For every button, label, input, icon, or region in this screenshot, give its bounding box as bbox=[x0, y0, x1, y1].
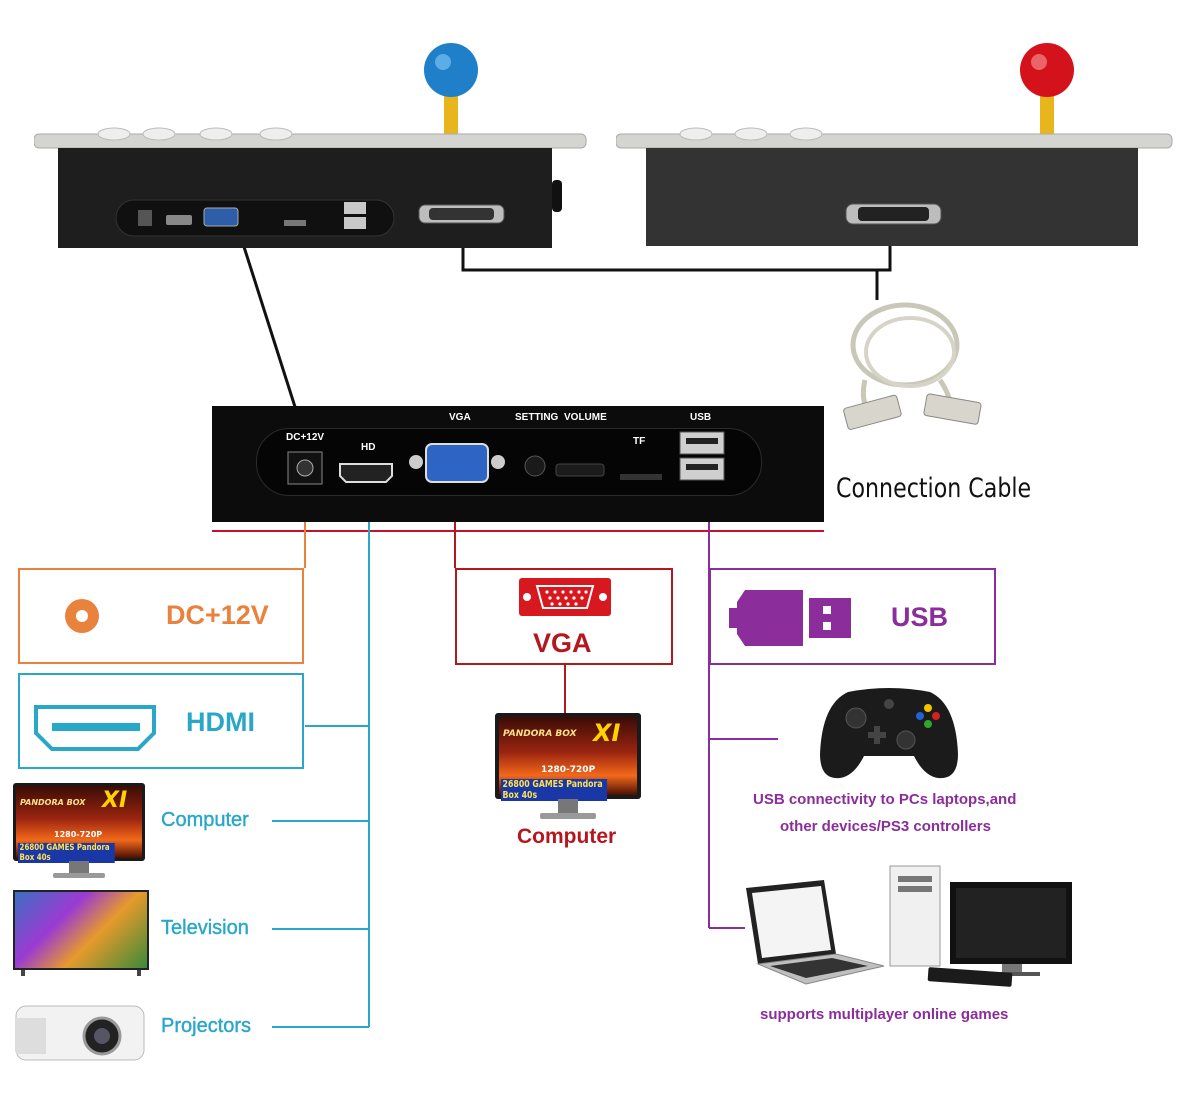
dc-output-label: DC+12V bbox=[166, 600, 269, 630]
hdmi-output-label: HDMI bbox=[186, 707, 255, 737]
vga-output-label: VGA bbox=[533, 628, 592, 658]
volume-port-label: VOLUME bbox=[564, 412, 607, 423]
panel-body bbox=[646, 148, 1138, 246]
vga-computer-label: Computer bbox=[517, 825, 617, 848]
hdmi-computer-monitor: PANDORA BOX XI 1280-720P 26800 GAMES Pan… bbox=[13, 783, 145, 881]
projectors-label: Projectors bbox=[161, 1015, 252, 1037]
television-image bbox=[13, 890, 149, 978]
monitor-screen: PANDORA BOX XI 1280-720P 26800 GAMES Pan… bbox=[16, 786, 142, 863]
dc-port-label: DC+12V bbox=[286, 432, 325, 443]
tf-port-label: TF bbox=[633, 436, 646, 447]
projector-image bbox=[15, 1005, 145, 1061]
vga-feed-line bbox=[236, 227, 298, 411]
screen-resolution: 1280-720P bbox=[541, 765, 596, 775]
left-panel-graphic bbox=[33, 43, 587, 248]
screen-numeral: XI bbox=[593, 719, 621, 747]
hd-port-label: HD bbox=[361, 442, 376, 453]
usb-stick-icon bbox=[729, 590, 851, 646]
left-arcade-panel bbox=[33, 40, 589, 252]
screen-games: 26800 GAMES Pandora Box 40s bbox=[18, 843, 115, 863]
screen-numeral: XI bbox=[102, 788, 128, 813]
vga-output-box: VGA bbox=[455, 568, 673, 665]
setting-port-label: SETTING bbox=[515, 412, 559, 423]
vga-computer-monitor: PANDORA BOX XI 1280-720P 26800 GAMES Pan… bbox=[495, 713, 641, 821]
hdmi-output-box: HDMI bbox=[18, 673, 304, 769]
usb-output-label: USB bbox=[891, 602, 949, 632]
joystick-shaft bbox=[444, 90, 458, 140]
right-panel-graphic bbox=[615, 43, 1173, 246]
screen-logo: PANDORA BOX bbox=[503, 729, 577, 739]
usb-note-line1: USB connectivity to PCs laptops,and bbox=[753, 791, 1017, 808]
computer-label: Computer bbox=[161, 809, 249, 831]
usb-note-line2: other devices/PS3 controllers bbox=[780, 818, 991, 835]
box-ports-graphic bbox=[287, 431, 725, 485]
dc-output-box: DC+12V bbox=[18, 568, 304, 664]
vga-icon bbox=[519, 578, 611, 616]
screen-logo: PANDORA BOX bbox=[20, 798, 86, 807]
usb-port-label: USB bbox=[690, 412, 712, 423]
usb-output-box: USB bbox=[709, 568, 996, 665]
connection-cable-label: Connection Cable bbox=[836, 473, 1032, 504]
blue-ball-top bbox=[424, 43, 478, 97]
screen-games: 26800 GAMES Pandora Box 40s bbox=[501, 779, 608, 801]
hdmi-icon bbox=[34, 705, 156, 751]
gamepad-image bbox=[820, 688, 958, 779]
vga-port-label: VGA bbox=[449, 412, 471, 423]
power-icon bbox=[65, 599, 99, 633]
red-ball-top bbox=[1020, 43, 1074, 97]
screen-resolution: 1280-720P bbox=[54, 830, 103, 839]
pc-laptop-image bbox=[746, 865, 1072, 987]
multiplayer-note: supports multiplayer online games bbox=[760, 1006, 1009, 1023]
joystick-shaft bbox=[1040, 90, 1054, 140]
right-arcade-panel bbox=[615, 40, 1176, 252]
serial-cable-image bbox=[843, 302, 982, 430]
television-label: Television bbox=[161, 917, 249, 939]
pandora-box-panel: DC+12V HD VGA SETTING VOLUME TF USB bbox=[212, 406, 824, 522]
monitor-screen: PANDORA BOX XI 1280-720P 26800 GAMES Pan… bbox=[499, 717, 637, 801]
port-strip bbox=[256, 428, 762, 496]
